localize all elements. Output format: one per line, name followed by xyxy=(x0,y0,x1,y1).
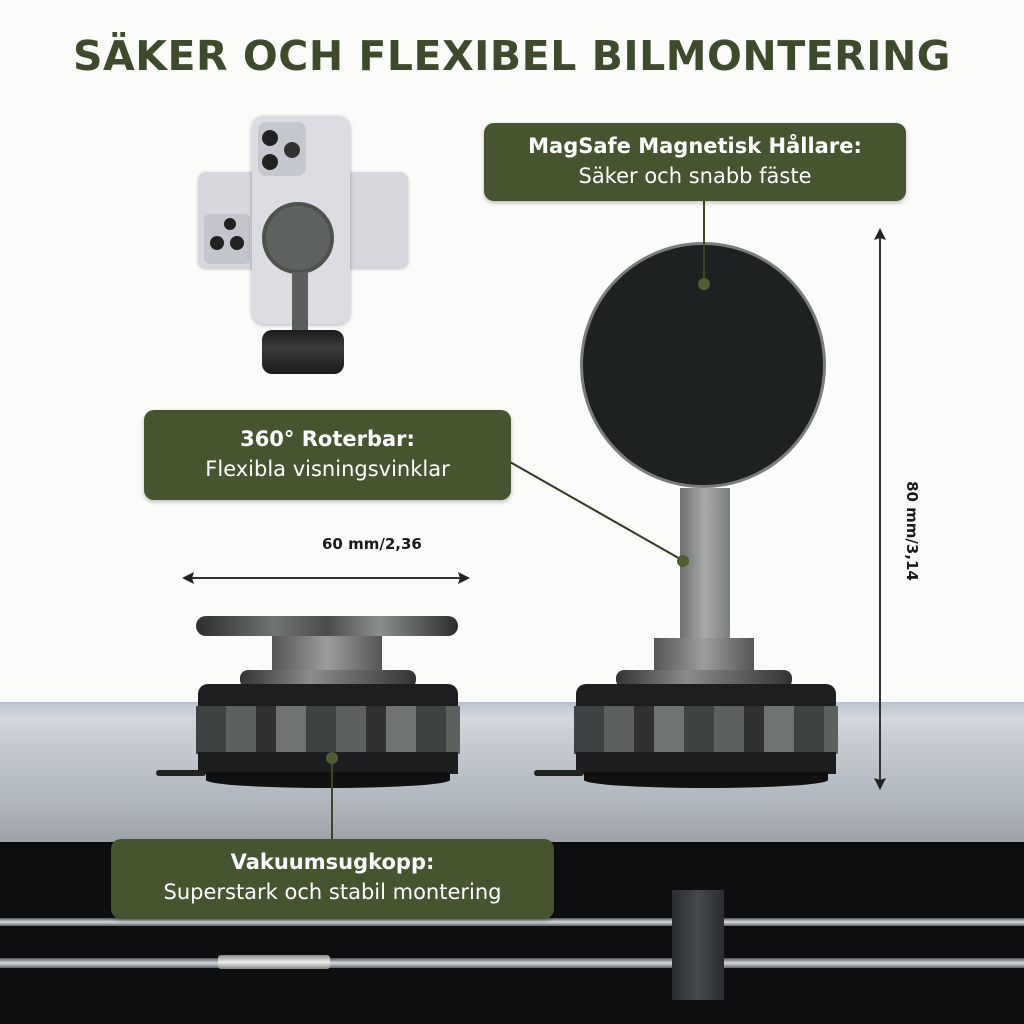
camera-lens-icon xyxy=(262,154,278,170)
callout-rotate: 360° Roterbar: Flexibla visningsvinklar xyxy=(144,410,511,500)
suction-lever xyxy=(156,770,206,776)
rotation-ring xyxy=(616,670,792,688)
base-band xyxy=(574,706,838,754)
callout-subtext: Säker och snabb fäste xyxy=(578,164,812,188)
camera-lens-icon xyxy=(284,142,300,158)
callout-vacuum: Vakuumsugkopp: Superstark och stabil mon… xyxy=(111,839,554,919)
magsafe-pad-folded xyxy=(196,616,458,636)
suction-lever xyxy=(534,770,584,776)
vent-fin xyxy=(672,890,724,1000)
suction-cup xyxy=(206,772,450,788)
base-top xyxy=(198,684,458,708)
base-top xyxy=(576,684,836,708)
leader-dot xyxy=(326,752,338,764)
leader-line xyxy=(331,758,333,842)
hinge xyxy=(654,638,754,670)
suction-cup xyxy=(584,772,828,788)
magsafe-ring xyxy=(262,202,334,274)
callout-heading: 360° Roterbar: xyxy=(240,427,415,451)
camera-lens-icon xyxy=(230,236,244,250)
vent-slat xyxy=(0,958,1024,968)
page-title: SÄKER OCH FLEXIBEL BILMONTERING xyxy=(73,32,951,80)
leader-line xyxy=(703,200,705,284)
mount-base-small xyxy=(262,330,344,374)
phone-portrait xyxy=(252,116,350,330)
callout-heading: MagSafe Magnetisk Hållare: xyxy=(528,134,862,158)
callout-heading: Vakuumsugkopp: xyxy=(230,850,435,874)
camera-lens-icon xyxy=(262,130,278,146)
mount-arm xyxy=(292,272,308,330)
leader-dot xyxy=(677,555,689,567)
leader-dot xyxy=(698,278,710,290)
height-dimension-arrow-icon xyxy=(874,228,886,790)
callout-subtext: Flexibla visningsvinklar xyxy=(205,457,450,481)
width-dimension-arrow-icon xyxy=(182,572,470,584)
vent-slider xyxy=(218,955,330,969)
callout-magsafe: MagSafe Magnetisk Hållare: Säker och sna… xyxy=(484,123,906,201)
hinge xyxy=(272,636,382,672)
base-bottom xyxy=(576,752,836,774)
height-dimension-label: 80 mm/3,14 xyxy=(903,481,921,581)
callout-subtext: Superstark och stabil montering xyxy=(163,880,502,904)
rotation-ring xyxy=(240,670,416,688)
base-band xyxy=(196,706,460,754)
camera-lens-icon xyxy=(224,218,236,230)
camera-lens-icon xyxy=(210,236,224,250)
width-dimension-label: 60 mm/2,36 xyxy=(322,535,422,553)
vent-slat xyxy=(0,918,1024,926)
